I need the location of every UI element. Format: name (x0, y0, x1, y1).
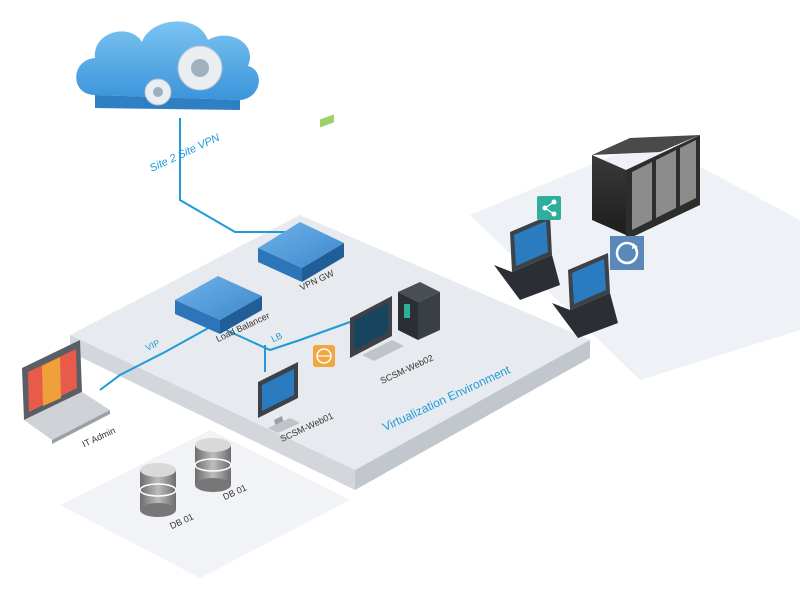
globe-icon (313, 345, 335, 367)
scsm-web01-monitor (258, 362, 300, 433)
laptop-right-2 (552, 253, 618, 338)
server-rack-icon (592, 135, 700, 240)
it-admin-label: IT Admin (81, 425, 117, 449)
database-b-icon (194, 438, 232, 492)
vpn-link (179, 118, 300, 233)
scsm-web02-workstation (350, 282, 440, 361)
virtualization-platform (70, 215, 590, 490)
vip-link (99, 325, 213, 391)
vpn-gateway-device (258, 114, 344, 282)
site2site-label: Site 2 Site VPN (148, 132, 222, 175)
cloud-gears-icon (76, 21, 259, 110)
ground-plane-db (60, 430, 350, 578)
connection-lines (99, 118, 351, 391)
lb-label: LB (270, 330, 284, 344)
it-admin-laptop (22, 340, 110, 444)
load-balancer-device (175, 276, 262, 334)
laptop-right-1 (494, 215, 560, 300)
sync-icon (610, 236, 644, 270)
database-a-icon (139, 463, 177, 517)
lb-link (214, 321, 351, 352)
share-icon (537, 196, 561, 220)
